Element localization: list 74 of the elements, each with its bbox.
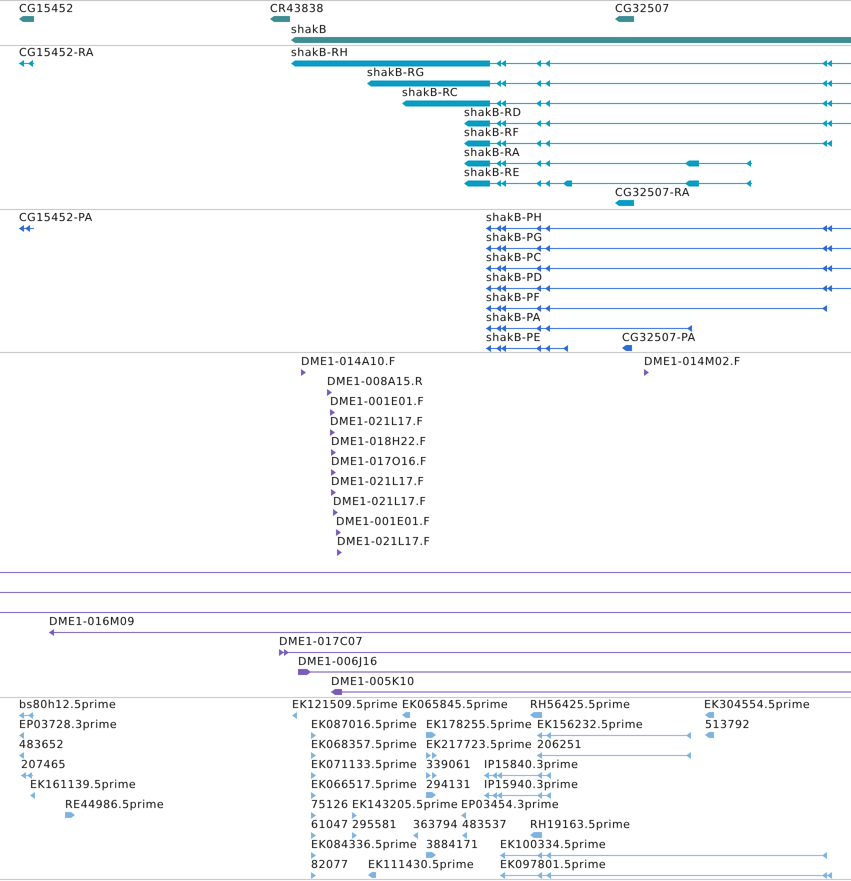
feature-label: 3884171 [426,839,478,851]
feature-label: shakB-PE [486,332,541,344]
feature-label: RH19163.5prime [530,819,630,831]
feature-label: EK121509.5prime [292,699,398,711]
feature-label: EK097801.5prime [500,859,606,871]
feature-label: 363794 [413,819,458,831]
feature-label: 513792 [705,719,750,731]
feature-label: DME1-017O16.F [331,456,427,468]
feature-label: EK066517.5prime [311,779,418,791]
feature-label: EK111430.5prime [368,859,474,871]
feature-label: DME1-001E01.F [336,516,430,528]
feature-label: shakB-RF [464,127,520,139]
feature-label: CG15452-RA [19,47,94,59]
feature-label: DME1-016M09 [49,616,135,628]
feature-label: DME1-017C07 [279,636,364,648]
feature-label: IP15940.3prime [484,779,578,791]
feature-label: DME1-006J16 [298,656,378,668]
feature-label: DME1-021L17.F [333,496,426,508]
feature-label: 61047 [311,819,348,831]
feature-label: EK100334.5prime [500,839,606,851]
feature-label: shakB-RD [464,107,522,119]
feature-label: shakB-RC [402,87,458,99]
feature-label: RE44986.5prime [65,799,164,811]
feature-label: shakB-PC [486,252,542,264]
feature-label: EK217723.5prime [426,739,532,751]
feature-label: 82077 [311,859,348,871]
feature-label: DME1-018H22.F [331,436,426,448]
feature-label: shakB-RA [464,147,520,159]
feature-label: shakB-PH [486,212,542,224]
feature-label: CR43838 [270,3,324,15]
feature-label: CG15452 [19,3,74,15]
feature-label: EP03728.3prime [19,719,118,731]
feature-label: 206251 [537,739,582,751]
feature-label: 483652 [19,739,64,751]
feature-label: RH56425.5prime [530,699,630,711]
feature-label: EK178255.5prime [426,719,532,731]
feature-label: shakB-RH [291,47,348,59]
feature-label: EK065845.5prime [402,699,508,711]
feature-label: EK071133.5prime [311,759,418,771]
feature-label: EK161139.5prime [30,779,136,791]
feature-label: EK084336.5prime [311,839,418,851]
feature-label: DME1-014A10.F [301,356,396,368]
feature-label: EK143205.5prime [352,799,458,811]
feature-label: bs80h12.5prime [19,699,116,711]
feature-label: 339061 [426,759,471,771]
feature-label: CG32507-PA [622,332,696,344]
feature-label: CG32507 [615,3,670,15]
feature-label: shakB-RE [464,167,520,179]
feature-label: shakB-PF [486,292,540,304]
feature-label: DME1-001E01.F [330,396,424,408]
feature-label: DME1-021L17.F [331,476,424,488]
feature-label: DME1-021L17.F [330,416,424,428]
feature-label: shakB-PD [486,272,542,284]
feature-label: CG15452-PA [19,212,93,224]
feature-label: IP15840.3prime [484,759,578,771]
feature-label: 207465 [21,759,66,771]
feature-label: shakB-RG [367,67,424,79]
feature-label: CG32507-RA [615,187,690,199]
feature-label: EP03454.3prime [461,799,560,811]
feature-label: 294131 [426,779,471,791]
feature-label: 483537 [462,819,507,831]
feature-label: shakB-PG [486,232,542,244]
feature-label: EK156232.5prime [537,719,644,731]
feature-label: DME1-008A15.R [327,376,424,388]
feature-label: DME1-014M02.F [644,356,741,368]
feature-label: shakB [291,24,327,36]
feature-label: shakB-PA [486,312,541,324]
feature-label: 295581 [352,819,397,831]
feature-label: 75126 [311,799,348,811]
feature-label: EK087016.5prime [311,719,418,731]
feature-label: DME1-005K10 [331,676,415,688]
feature-label: EK068357.5prime [311,739,418,751]
feature-label: EK304554.5prime [704,699,810,711]
feature-label: DME1-021L17.F [337,536,430,548]
